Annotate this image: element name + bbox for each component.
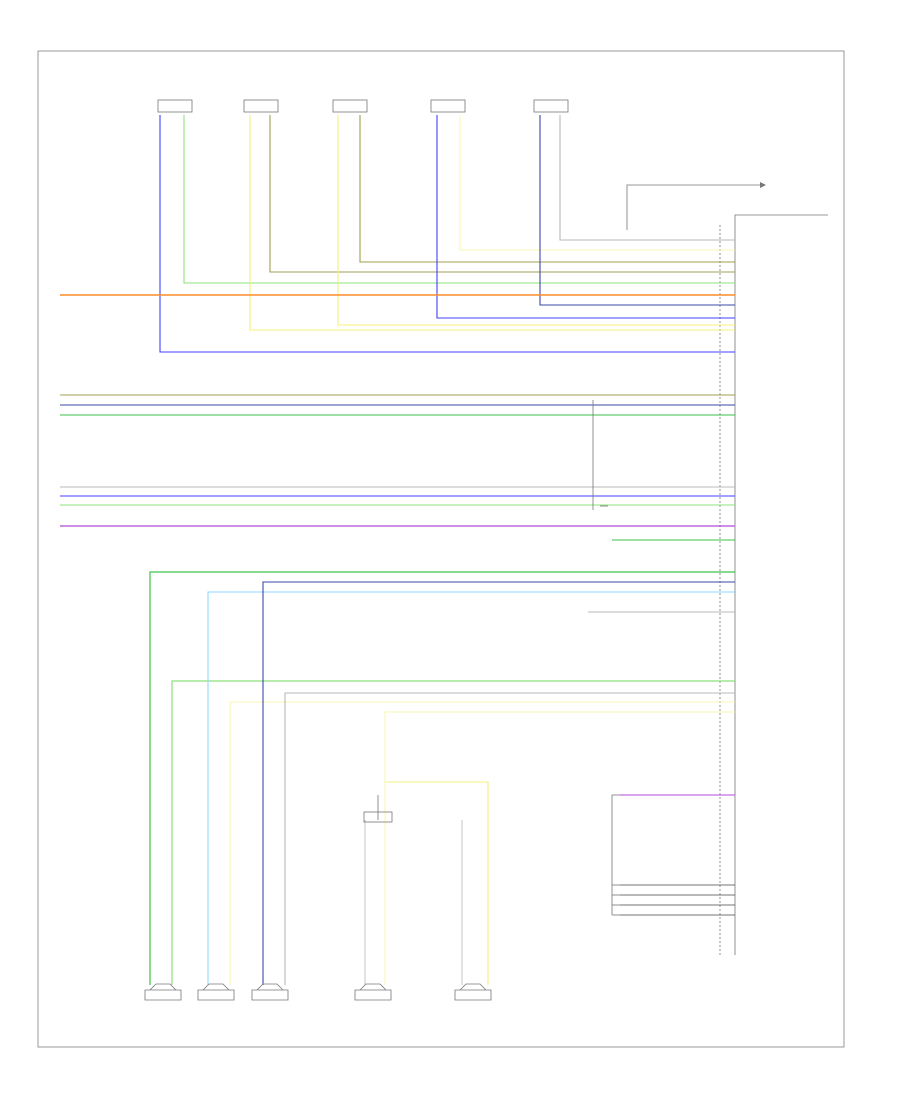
speaker-bottom-5 (454, 983, 492, 1001)
wire-speaker3-b (359, 115, 735, 263)
wire-runs (60, 115, 735, 985)
ground-splice (592, 400, 608, 510)
speaker-connector-5 (533, 99, 569, 113)
top-right-feed (626, 182, 766, 230)
speaker-bottom-4 (354, 983, 392, 1001)
wire-speaker4-a (436, 115, 735, 319)
speaker-bottom-1 (144, 983, 182, 1001)
wire-speaker1-b (183, 115, 735, 284)
wire-bottom2-a (207, 591, 735, 985)
speaker-connector-4 (430, 99, 466, 113)
speaker-connector-1 (157, 99, 193, 113)
speaker-bottom-3 (251, 983, 289, 1001)
wire-bottom4-b (384, 711, 735, 985)
speaker-bottom-2 (197, 983, 235, 1001)
wire-speaker5-a (539, 115, 735, 306)
diagram-border (37, 50, 845, 1048)
top-speakers (157, 99, 569, 113)
speaker-connector-2 (243, 99, 279, 113)
wire-speaker1-a (159, 115, 735, 353)
speaker-connector-3 (332, 99, 368, 113)
wire-bottom5-b (385, 781, 489, 985)
wire-speaker3-a (337, 115, 735, 326)
wire-speaker5-b (559, 115, 735, 241)
center-connector (363, 811, 393, 823)
wire-speaker2-b (269, 115, 735, 273)
wire-bottom1-a (149, 571, 735, 985)
wire-speaker4-b (459, 115, 735, 251)
amplifier-module (719, 214, 828, 955)
wire-bottom3-a (262, 581, 735, 985)
wire-bottom3-b (284, 692, 735, 985)
bottom-speakers (144, 983, 492, 1001)
wire-bottom1-b (171, 680, 735, 985)
center-module (363, 795, 393, 823)
wire-bottom2-b (229, 701, 735, 985)
wire-speaker2-a (249, 115, 735, 331)
lower-right-bracket (611, 794, 620, 916)
